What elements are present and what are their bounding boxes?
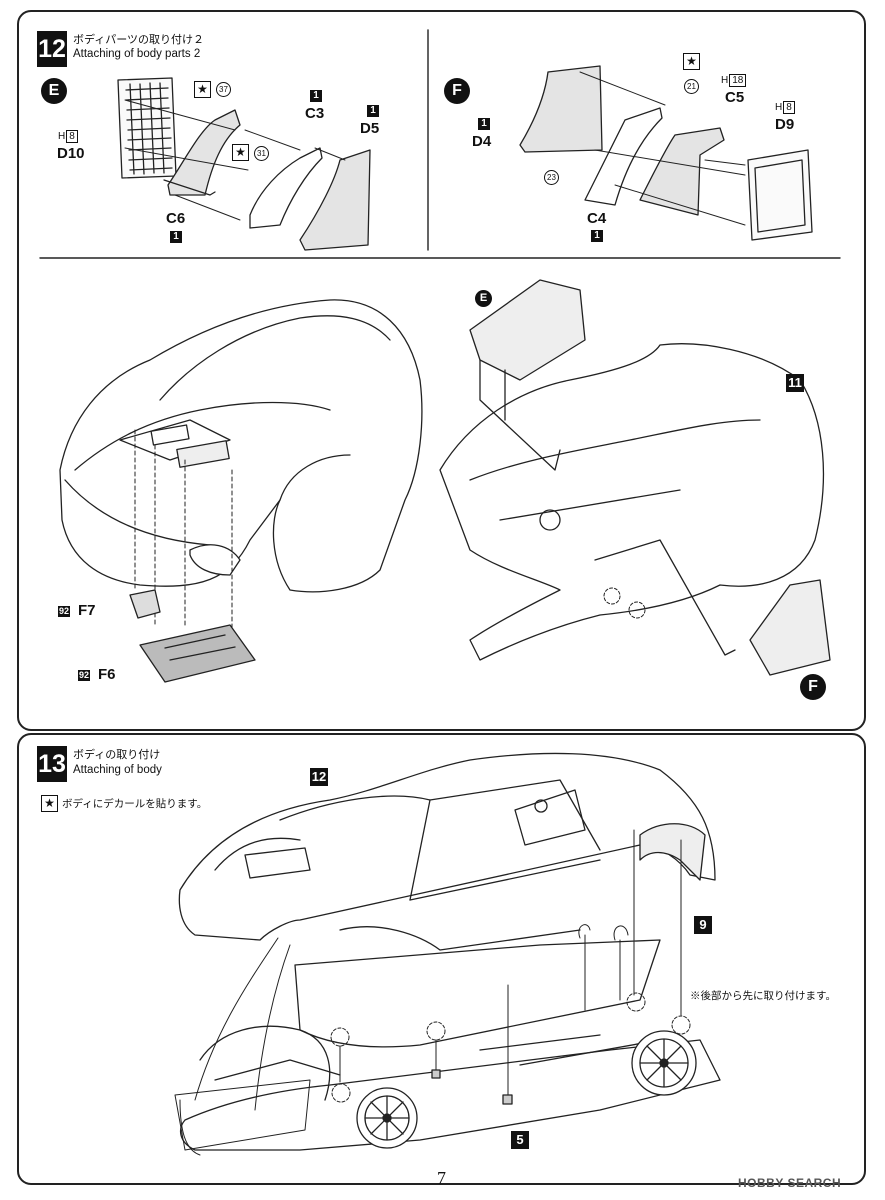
circled-number-23: 23 [544,170,559,185]
step12-frame [17,10,866,731]
car-front-left [59,299,423,683]
h-number: 8 [783,101,795,114]
part-f6: F6 [98,666,116,683]
h-number: 18 [729,74,747,87]
color-chip-f7: 92 [58,606,71,617]
part-f7: F7 [78,602,96,619]
callout-e: E [475,290,492,307]
star-icon: ★ [232,144,249,161]
color-chip-f6: 92 [78,670,91,681]
star-icon: ★ [194,81,211,98]
grille-d10 [117,77,177,179]
step13-frame [17,733,866,1185]
ref-block-11: 11 [786,374,804,392]
star-icon: ★ [683,53,700,70]
part-c5: C5 [725,89,745,106]
step13-title-en: Attaching of body [73,764,162,776]
circled-number-31: 31 [254,146,269,161]
page-number: 7 [437,1168,446,1188]
block-d5: 1 [367,105,379,117]
watermark: HOBBY SEARCH [738,1176,842,1190]
block-c3: 1 [310,90,322,102]
car-underside-right [439,279,831,676]
rear-first-note: ※後部から先に取り付けます。 [690,990,836,1002]
step12-title-en: Attaching of body parts 2 [73,48,201,60]
h-letter: H [775,102,783,113]
group-f-marker: F [444,78,470,104]
step12-number: 12 [37,31,67,67]
h-letter: H [58,131,66,142]
step13-title-jp: ボディの取り付け [73,749,161,761]
part-c4: C4 [587,210,607,227]
block-c4: 1 [591,230,603,242]
block-c6: 1 [170,231,182,243]
part-d10: D10 [57,145,85,162]
circled-number-21: 21 [684,79,699,94]
callout-f: F [800,674,826,700]
part-d5: D5 [360,120,380,137]
ref-block-9: 9 [694,916,712,934]
part-c6: C6 [166,210,186,227]
car-assembly [174,752,721,1156]
ref-block-5: 5 [511,1131,529,1149]
decal-star-icon: ★ [41,795,58,812]
step13-number: 13 [37,746,67,782]
circled-number-37: 37 [216,82,231,97]
part-d4: D4 [472,133,492,150]
block-d4: 1 [478,118,490,130]
step12-title-jp: ボディパーツの取り付け２ [73,34,205,46]
h-number: 8 [66,130,78,143]
part-d9: D9 [775,116,795,133]
h-letter: H [721,75,729,86]
part-c3: C3 [305,105,325,122]
group-e-marker: E [41,78,67,104]
ref-block-12: 12 [310,768,328,786]
decal-note: ボディにデカールを貼ります。 [62,798,208,810]
